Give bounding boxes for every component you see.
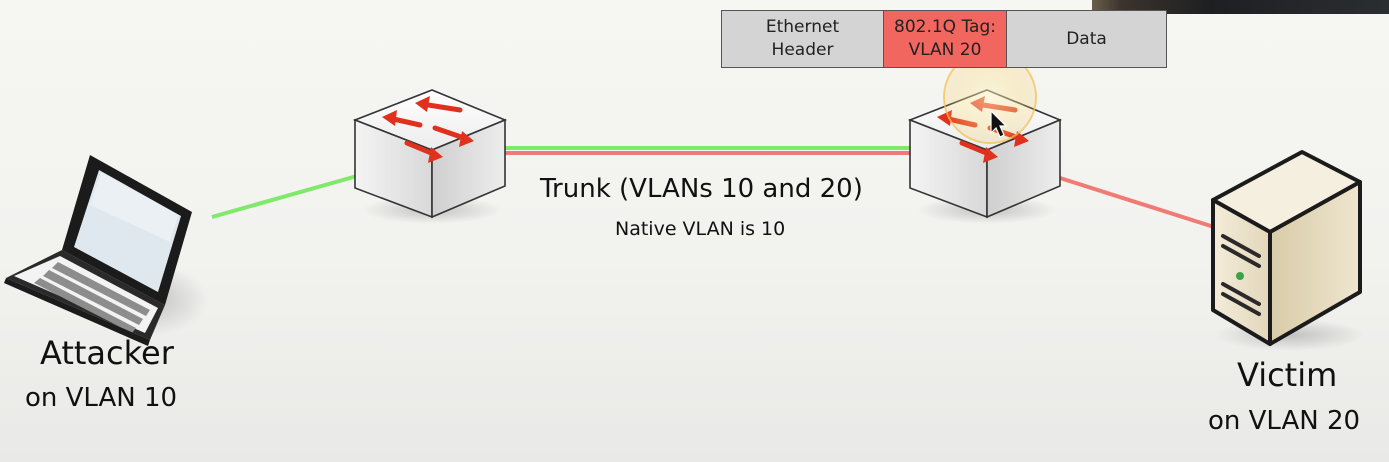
laptop-icon — [4, 155, 208, 346]
native-vlan-label: Native VLAN is 10 — [615, 218, 786, 240]
frame-header: Ethernet Header 802.1Q Tag: VLAN 20 Data — [721, 10, 1167, 68]
victim-label: Victim — [1237, 356, 1338, 394]
server-icon — [1211, 150, 1365, 351]
attacker-access-link — [211, 174, 358, 219]
switch-icon — [352, 89, 508, 224]
attacker-label: Attacker — [40, 334, 174, 372]
victim-access-link — [1059, 176, 1215, 229]
mouse-cursor-icon — [990, 109, 1008, 138]
victim-vlan-label: on VLAN 20 — [1208, 406, 1361, 436]
ethernet-header-cell: Ethernet Header — [722, 11, 884, 67]
vlan-tag-cell: 802.1Q Tag: VLAN 20 — [884, 11, 1007, 67]
trunk-label: Trunk (VLANs 10 and 20) — [540, 174, 863, 204]
data-cell: Data — [1007, 11, 1166, 67]
attacker-vlan-label: on VLAN 10 — [25, 383, 178, 413]
